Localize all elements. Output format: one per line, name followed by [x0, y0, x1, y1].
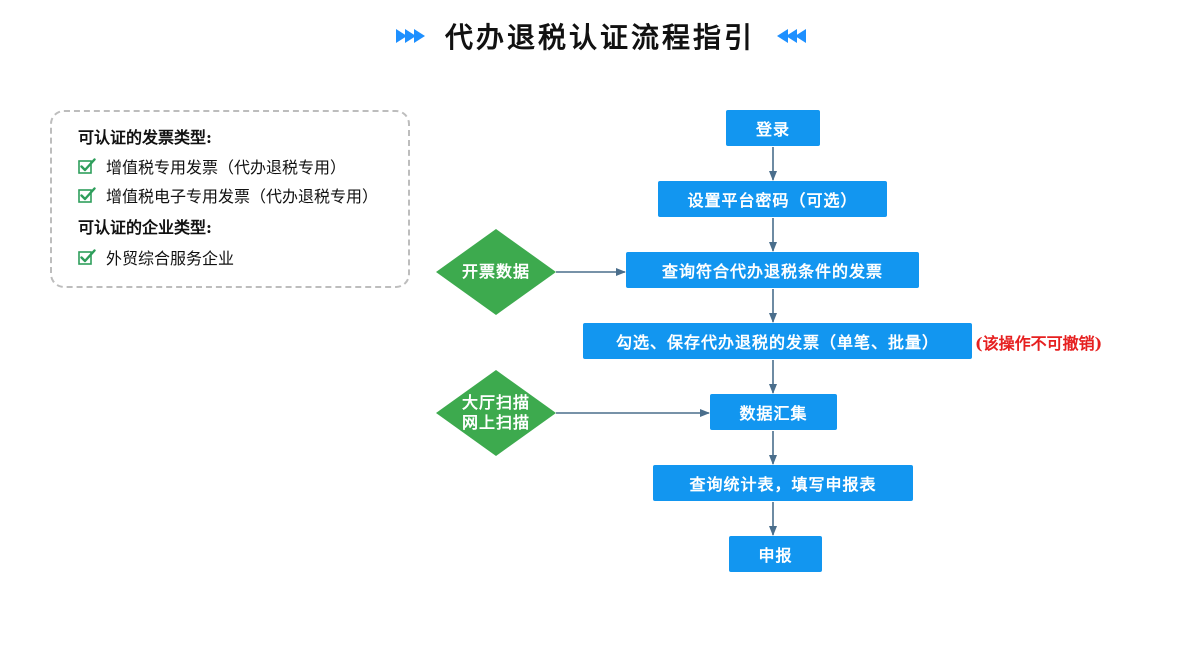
- left-arrows-decoration-icon: [777, 29, 806, 43]
- flow-step-select-save: 勾选、保存代办退税的发票（单笔、批量）: [583, 323, 972, 359]
- flow-step-declare: 申报: [729, 536, 822, 572]
- diamond-label: 网上扫描: [461, 413, 530, 432]
- flow-step-set-password: 设置平台密码（可选）: [658, 181, 887, 217]
- enterprise-type-item: 外贸综合服务企业: [106, 249, 235, 268]
- invoice-type-item: 增值税专用发票（代办退税专用）: [106, 158, 347, 177]
- page-title: 代办退税认证流程指引: [444, 21, 755, 54]
- enterprise-types-heading: 可认证的企业类型:: [78, 218, 212, 237]
- right-arrows-decoration-icon: [395, 29, 425, 43]
- diamond-label: 大厅扫描: [461, 393, 530, 412]
- checkbox-checked-icon: [78, 249, 96, 265]
- page-title-bar: 代办退税认证流程指引: [0, 12, 1200, 60]
- flow-step-query-invoices: 查询符合代办退税条件的发票: [626, 252, 919, 288]
- invoice-type-item: 增值税电子专用发票（代办退税专用）: [106, 187, 379, 206]
- checkbox-checked-icon: [78, 158, 96, 174]
- invoice-types-heading: 可认证的发票类型:: [78, 128, 212, 147]
- input-invoice-data: 开票数据: [436, 229, 556, 315]
- irreversible-note: (该操作不可撤销): [975, 334, 1103, 353]
- checkbox-checked-icon: [78, 187, 96, 203]
- flow-step-data-collection: 数据汇集: [710, 394, 837, 430]
- flow-step-login: 登录: [726, 110, 820, 146]
- diamond-label: 开票数据: [461, 262, 530, 281]
- input-scan-sources: 大厅扫描 网上扫描: [436, 370, 556, 456]
- info-box: 可认证的发票类型: 增值税专用发票（代办退税专用） 增值税电子专用发票（代办退税…: [50, 110, 410, 288]
- flow-step-query-fill-report: 查询统计表，填写申报表: [653, 465, 913, 501]
